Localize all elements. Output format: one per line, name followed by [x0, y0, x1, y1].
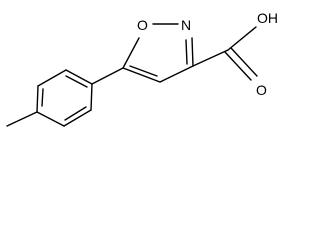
- bond-benzene-5-inner: [64, 106, 87, 121]
- carbonyl-oxygen-label: O: [256, 82, 267, 98]
- bond-c3-c4: [159, 65, 194, 83]
- bond-c4-c5: [122, 67, 161, 83]
- ring-nitrogen-label: N: [181, 17, 191, 33]
- bond-carbonyl-2: [230, 47, 258, 77]
- bond-carbonyl-1: [224, 51, 252, 81]
- bond-benzene-6: [36, 111, 65, 127]
- bond-c3-carboxyl: [192, 49, 229, 67]
- bond-benzene-2: [37, 69, 67, 87]
- bond-benzene-3-inner: [65, 75, 88, 88]
- bond-benzene-5: [63, 109, 92, 127]
- bond-n-c3-inner: [185, 39, 188, 65]
- bond-c4-c5-inner: [129, 65, 158, 77]
- bond-benzene-3: [65, 69, 93, 85]
- ring-oxygen-label: O: [137, 17, 148, 33]
- bond-methyl: [6, 111, 38, 127]
- bond-benzene-1-inner: [41, 88, 44, 107]
- bond-carboxyl-oh: [227, 26, 257, 51]
- bond-c5-o: [122, 37, 140, 69]
- bond-benzene-1: [36, 85, 39, 113]
- hydroxyl-label: OH: [257, 10, 278, 26]
- bond-n-c3: [191, 37, 194, 67]
- bond-aryl-link: [91, 67, 124, 85]
- molecule-structure: O N OH O: [6, 10, 278, 127]
- bond-benzene-4: [90, 83, 93, 111]
